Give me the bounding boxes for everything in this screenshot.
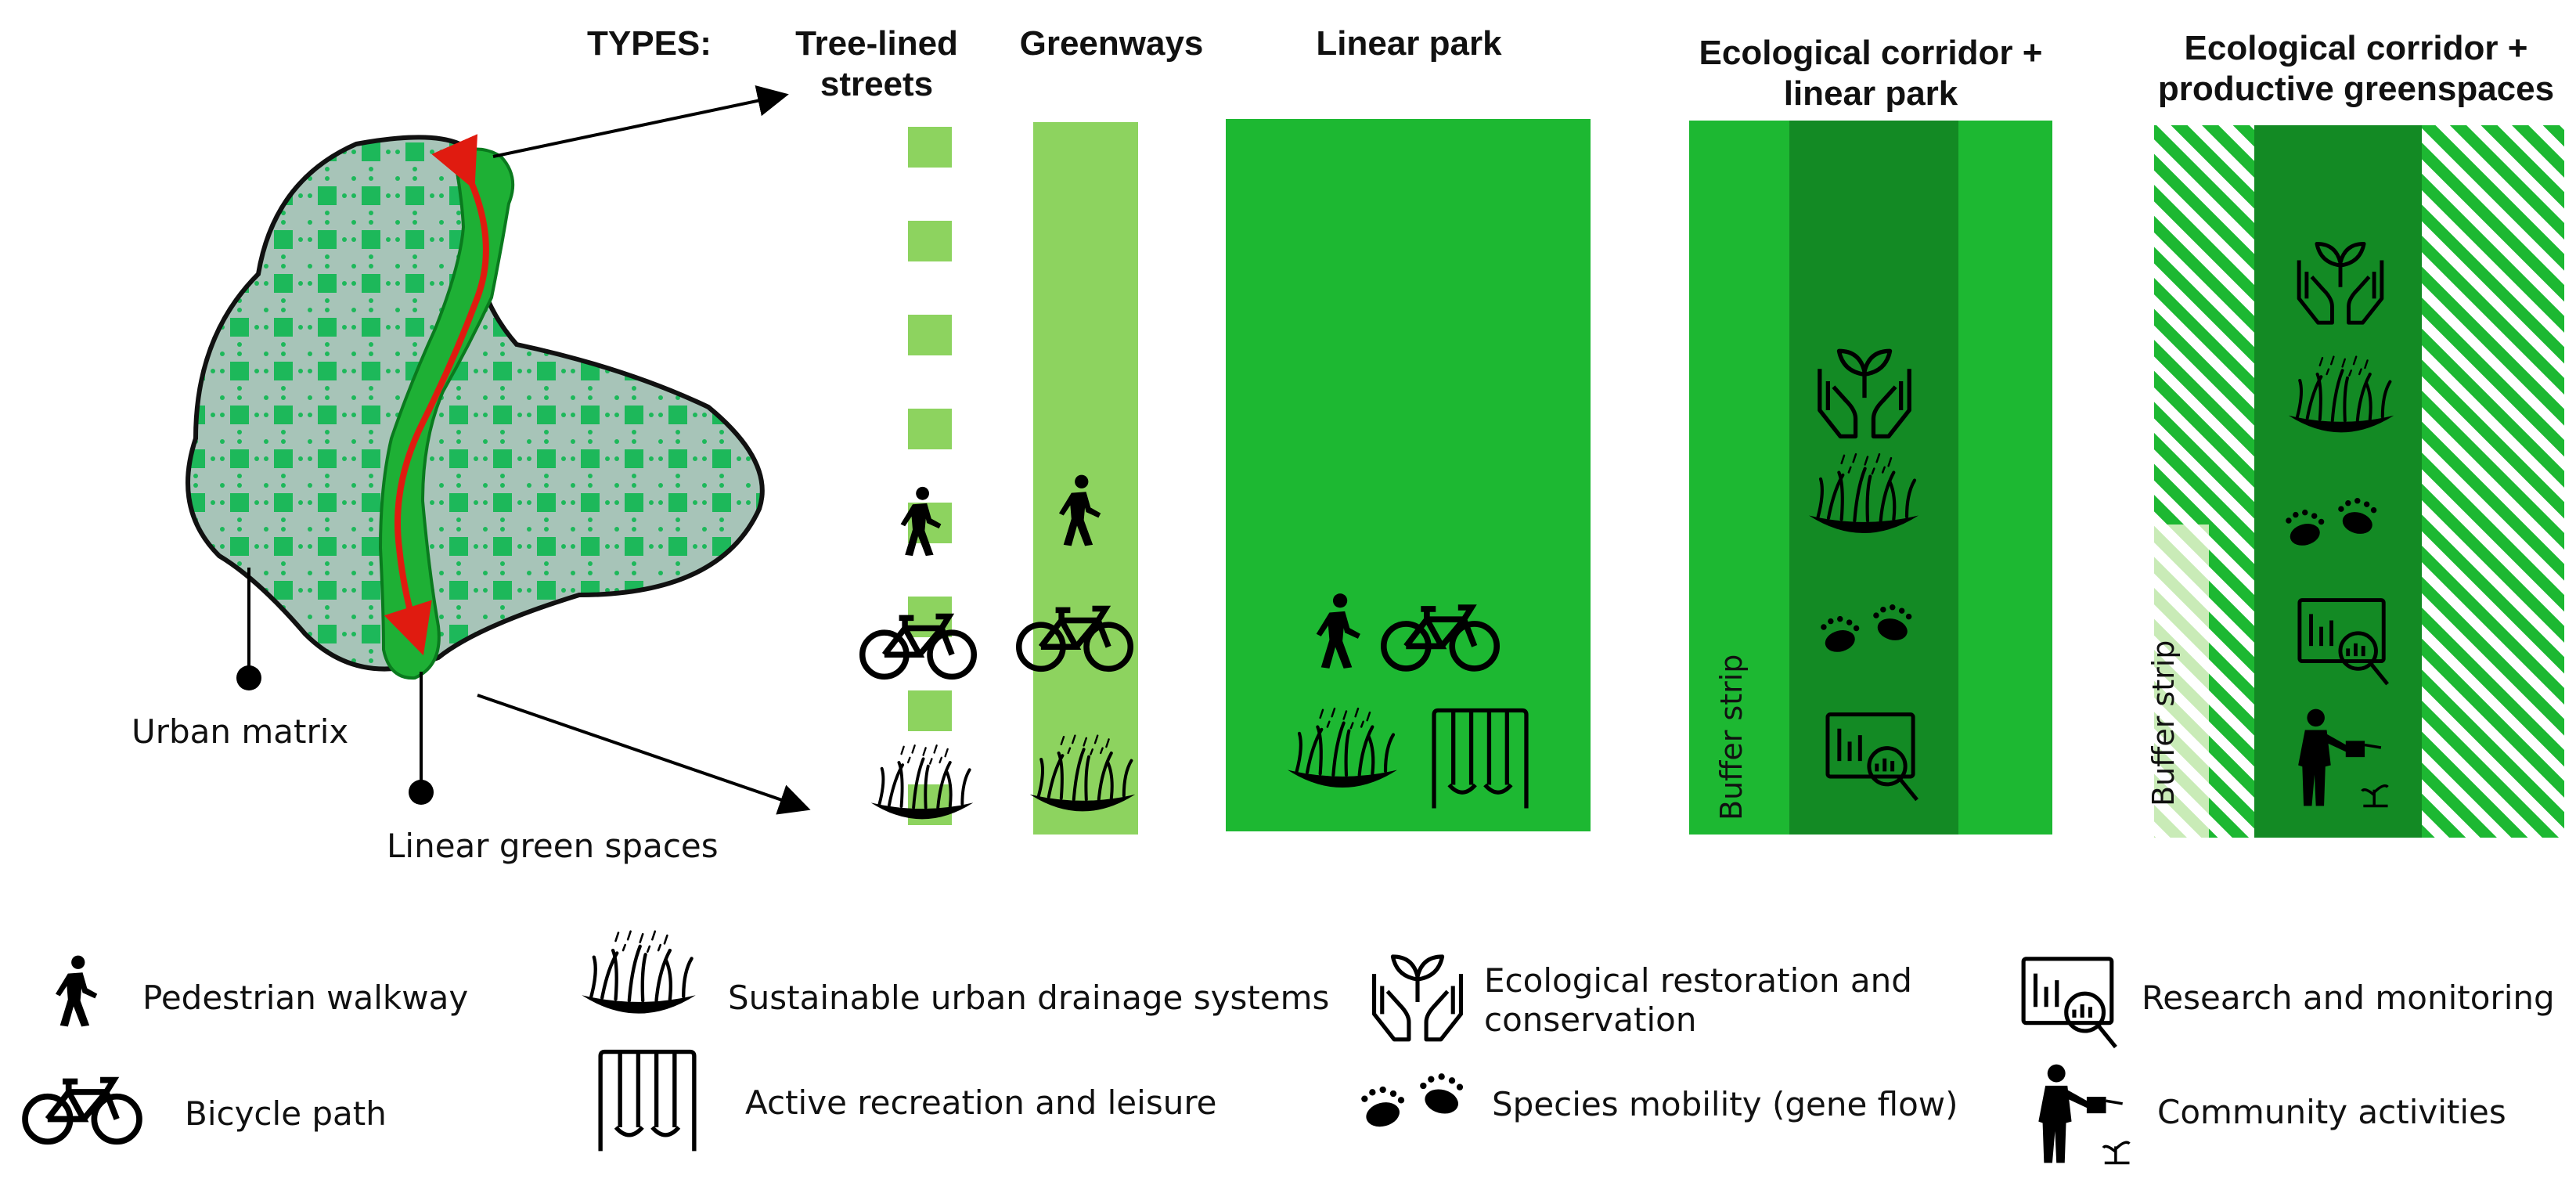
bicycle-icon xyxy=(25,1080,139,1142)
column-title-corridor-linear-park: Ecological corridor + linear park xyxy=(1675,33,2066,114)
urban-matrix-label: Urban matrix xyxy=(132,712,349,751)
red-flow-arrow xyxy=(384,134,489,656)
column-title-line: streets xyxy=(820,65,934,103)
legend-pedestrian-label: Pedestrian walkway xyxy=(142,979,469,1017)
column-title-line: Tree-lined xyxy=(795,24,958,63)
column-title-line: Ecological corridor + xyxy=(2184,29,2528,67)
legend-recreation-label: Active recreation and leisure xyxy=(745,1083,1217,1122)
expansion-arrow-top xyxy=(492,85,789,158)
corridor-linear-park-strip xyxy=(1689,121,2052,835)
pedestrian-icon xyxy=(55,955,98,1027)
corridor-productive-strip xyxy=(2154,125,2564,838)
legend-line: Ecological restoration and xyxy=(1484,961,1912,1000)
column-title-line: Greenways xyxy=(1019,24,1204,63)
drainage-icon xyxy=(582,932,696,1014)
swing-icon xyxy=(600,1052,694,1152)
buffer-strip-label: Buffer strip xyxy=(2146,640,2181,806)
tree-lined-streets-strip xyxy=(863,127,975,825)
legend-research-label: Research and monitoring xyxy=(2142,979,2555,1017)
bicycle-icon xyxy=(863,617,975,677)
column-title-line: linear park xyxy=(1783,74,1958,113)
column-title-line: Linear park xyxy=(1316,24,1502,63)
restoration-icon xyxy=(1374,957,1461,1040)
greenways-strip xyxy=(1019,122,1138,835)
buffer-strip-label: Buffer strip xyxy=(1714,654,1749,820)
pointer-dot-urban-matrix xyxy=(236,665,261,690)
column-title-line: Ecological corridor + xyxy=(1699,34,2043,72)
column-title-tree-lined-streets: Tree-lined streets xyxy=(791,23,963,105)
research-icon xyxy=(2023,959,2116,1047)
column-title-linear-park: Linear park xyxy=(1252,23,1565,64)
column-title-line: productive greenspaces xyxy=(2157,70,2555,108)
legend-drainage-label: Sustainable urban drainage systems xyxy=(728,979,1330,1017)
paw-prints-icon xyxy=(1361,1073,1464,1130)
column-title-corridor-productive: Ecological corridor + productive greensp… xyxy=(2145,28,2567,110)
legend-community-label: Community activities xyxy=(2157,1093,2506,1131)
legend-bicycle-label: Bicycle path xyxy=(185,1094,387,1133)
types-label: TYPES: xyxy=(587,24,712,63)
community-icon xyxy=(2037,1062,2131,1165)
legend-line: conservation xyxy=(1484,1000,1697,1039)
legend-species-label: Species mobility (gene flow) xyxy=(1492,1085,1958,1123)
urban-matrix-map xyxy=(186,85,811,815)
legend-restoration-label: Ecological restoration and conservation xyxy=(1484,961,1912,1040)
linear-green-spaces-label: Linear green spaces xyxy=(387,827,719,865)
column-title-greenways: Greenways xyxy=(1010,23,1213,64)
pointer-dot-linear-green xyxy=(409,780,434,805)
pedestrian-icon xyxy=(900,486,942,557)
expansion-arrow-bottom xyxy=(477,694,811,815)
linear-park-strip xyxy=(1226,119,1591,831)
